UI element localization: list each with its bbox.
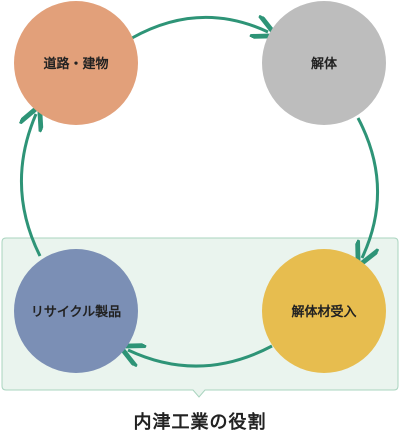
node-demolition: 解体 <box>262 1 386 125</box>
node-demolition-material-intake: 解体材受入 <box>262 249 386 373</box>
node-roads-buildings: 道路・建物 <box>14 1 138 125</box>
node-roads-buildings-label: 道路・建物 <box>43 56 108 72</box>
role-caption: 内津工業の役割 <box>133 412 267 433</box>
node-recycled-products-label: リサイクル製品 <box>31 304 121 320</box>
arrow-demolition-to-intake <box>358 117 378 258</box>
node-demolition-label: 解体 <box>310 56 338 72</box>
arrow-intake-to-recycled <box>128 346 273 368</box>
node-demolition-material-intake-label: 解体材受入 <box>290 304 356 320</box>
node-recycled-products: リサイクル製品 <box>14 249 138 373</box>
arrow-roads-to-demolition <box>131 17 268 40</box>
arrow-recycled-to-roads <box>21 114 40 257</box>
